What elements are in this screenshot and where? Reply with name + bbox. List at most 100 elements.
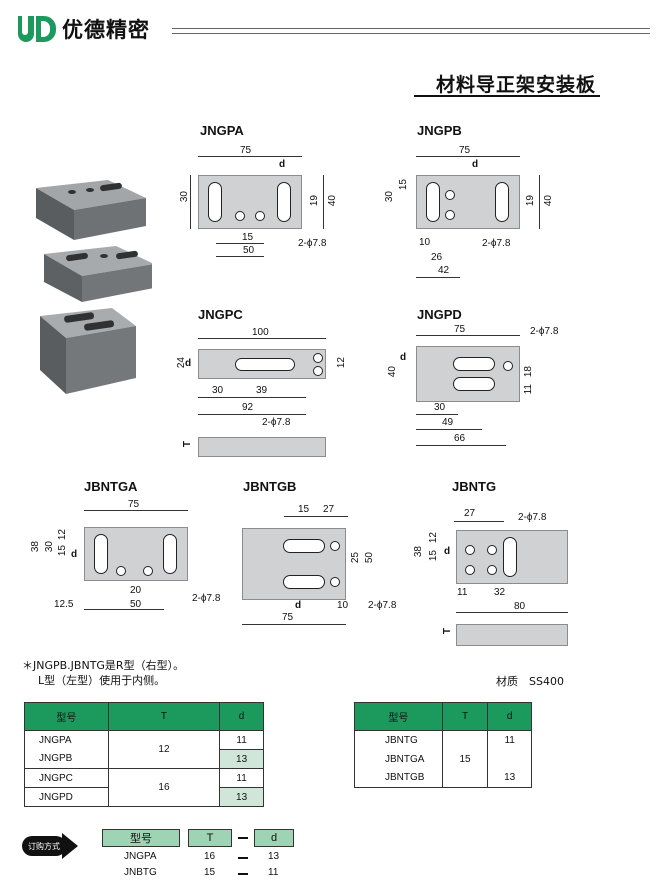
title-underline — [414, 95, 600, 97]
dim-x1: 27 — [323, 504, 335, 515]
dim-s1: 19 — [309, 195, 320, 207]
col-header-d: d — [487, 702, 532, 731]
cell-model: JNGPD — [24, 787, 109, 807]
header-rule — [172, 28, 650, 34]
table-row: JNGPA 12 11 — [24, 730, 264, 769]
drawing-label-jbntg: JBNTG — [452, 479, 497, 494]
cell-d: 13 — [219, 749, 264, 769]
plate — [416, 346, 520, 402]
cell-d: 13 — [487, 768, 532, 788]
drawing-label-jngpb: JNGPB — [417, 123, 462, 138]
dim-x1: 30 — [434, 402, 446, 413]
col-header-model: 型号 — [354, 702, 443, 731]
cell-t: 16 — [107, 768, 221, 807]
cell-model: JNGPA — [24, 730, 109, 750]
dim-holes: 2-ϕ7.8 — [482, 238, 511, 249]
dim-holes: 2-ϕ7.8 — [262, 417, 291, 428]
cell-model: JBNTG — [354, 730, 443, 750]
plate — [198, 175, 302, 229]
dim-x2: 39 — [256, 385, 268, 396]
cell-d: 13 — [219, 787, 264, 807]
dim-s1: 25 — [350, 552, 361, 564]
dim-x2: 50 — [243, 245, 255, 256]
cell-t: 15 — [441, 749, 489, 769]
dim-length: 75 — [128, 499, 140, 510]
logo-d-mark — [36, 16, 56, 42]
cell-model: JBNTGA — [354, 749, 443, 769]
dim-t: T — [182, 441, 193, 448]
dim-x1: 11 — [457, 587, 468, 598]
drawing-label-jbntga: JBNTGA — [84, 479, 138, 494]
table-row: JBNTG 11 — [354, 730, 532, 750]
order-row-t: 15 — [204, 867, 216, 878]
dim-d: d — [295, 600, 302, 611]
dim-holes: 2-ϕ7.8 — [368, 600, 397, 611]
order-header-model: 型号 — [102, 829, 180, 847]
plate — [416, 175, 520, 229]
drawing-jngpb: 75 d 30 15 19 40 10 26 42 2-ϕ7.8 — [382, 145, 572, 280]
dim-x1: 15 — [242, 232, 254, 243]
table-row: JBNTGB 13 — [354, 768, 532, 788]
order-row-t: 16 — [204, 851, 216, 862]
dim-height: 30 — [179, 191, 190, 203]
col-header-t: T — [441, 702, 489, 731]
col-header-model: 型号 — [24, 702, 109, 731]
plate — [242, 528, 346, 600]
plate — [198, 349, 326, 379]
table-row: JNGPC 16 11 — [24, 768, 264, 807]
dim-s2: 40 — [327, 195, 338, 207]
drawing-jbntga: 75 38 30 15 12 d 20 12.5 50 2-ϕ7.8 — [26, 497, 236, 617]
cell-d — [487, 749, 532, 769]
drawing-label-jngpa: JNGPA — [200, 123, 244, 138]
dim-d: d — [444, 546, 451, 557]
dim-length: 75 — [240, 145, 252, 156]
dim-x0: 12.5 — [54, 599, 74, 610]
drawing-jbntgb: 15 27 25 50 d 10 2-ϕ7.8 75 — [240, 500, 410, 635]
order-dash — [238, 857, 248, 859]
plate-side-view — [456, 624, 568, 646]
dim-s1: 19 — [525, 195, 536, 207]
table-row: JBNTGA 15 — [354, 749, 532, 769]
order-dash — [238, 873, 248, 875]
product-photo — [22, 176, 154, 401]
order-row-model: JNGPA — [124, 851, 157, 862]
col-header-d: d — [219, 702, 264, 731]
cell-t — [441, 768, 489, 788]
cell-model: JNGPC — [24, 768, 109, 788]
cell-d: 11 — [487, 730, 532, 750]
dim-height: 30 — [384, 191, 395, 203]
dim-x2: 32 — [494, 587, 506, 598]
page-title: 材料导正架安装板 — [435, 74, 596, 96]
dim-holes: 2-ϕ7.8 — [530, 326, 559, 337]
order-header-t: T — [188, 829, 232, 847]
dim-x1: 20 — [130, 585, 142, 596]
logo-j-mark — [18, 16, 34, 42]
dim-d: d — [472, 159, 479, 170]
cell-t — [441, 730, 489, 750]
dim-s0: 12 — [57, 529, 68, 541]
dim-x3: 42 — [438, 265, 450, 276]
cell-d: 11 — [219, 730, 264, 750]
plate — [84, 527, 188, 581]
dim-x0: 15 — [298, 504, 310, 515]
dim-x2: 50 — [130, 599, 142, 610]
order-method-badge: 订购方式 — [22, 833, 80, 859]
dim-d: d — [185, 358, 192, 369]
drawing-label-jbntgb: JBNTGB — [243, 479, 297, 494]
spec-table-jbntg: 型号 T d JBNTG 11 JBNTGA 15 JBNTGB 13 — [354, 702, 532, 788]
dim-d: d — [400, 352, 407, 363]
brand-logo: 优德精密 — [18, 16, 150, 42]
dim-s2: 30 — [44, 541, 55, 553]
dim-x1: 10 — [419, 237, 431, 248]
drawing-jbntg: 27 2-ϕ7.8 38 12 15 d 11 32 80 T — [410, 508, 590, 653]
dim-length: 75 — [454, 324, 466, 335]
plate — [456, 530, 568, 584]
drawing-jngpc: 100 24 d 12 30 39 92 2-ϕ7.8 T — [176, 325, 366, 465]
dim-x3: 92 — [242, 402, 254, 413]
dim-height: 40 — [387, 366, 398, 378]
dim-length: 100 — [252, 327, 269, 338]
brand-name: 优德精密 — [62, 18, 150, 42]
dim-height: 38 — [30, 541, 41, 553]
plate-side-view — [198, 437, 326, 457]
dim-s1: 12 — [336, 357, 347, 369]
